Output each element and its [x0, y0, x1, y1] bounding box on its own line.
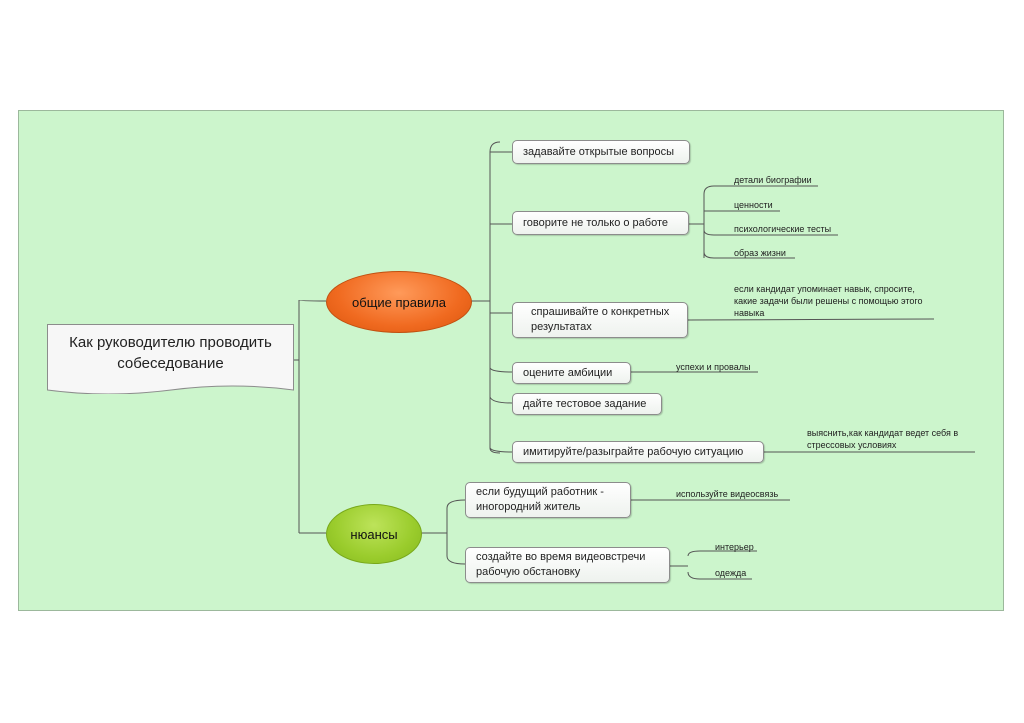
connector-green-topic2-leaves — [670, 550, 757, 580]
leaf-skill-tasks[interactable]: если кандидат упоминает навык, спросите,… — [734, 284, 923, 318]
leaf-stress-conditions[interactable]: выяснить,как кандидат ведет себя в стрес… — [807, 428, 959, 450]
connector-root-orange — [298, 299, 327, 302]
connector-green-trunk — [446, 499, 466, 565]
leaf-clothing[interactable]: одежда — [715, 568, 747, 578]
leaf-psych-tests[interactable]: психологические тесты — [734, 224, 832, 234]
leaf-values[interactable]: ценности — [734, 200, 773, 210]
topic-work-environment[interactable]: создайте во время видеовстречи рабочую о… — [465, 547, 670, 583]
connector-root-trunk — [294, 300, 300, 533]
central-topic[interactable]: Как руководителю проводить собеседование — [47, 324, 294, 394]
topic-test-task[interactable]: дайте тестовое задание — [512, 393, 662, 415]
connector-topic3-leaf — [687, 318, 935, 321]
leaf-successes-failures[interactable]: успехи и провалы — [676, 362, 751, 372]
topic-concrete-results[interactable]: спрашивайте о конкретных результатах — [512, 302, 688, 338]
central-topic-shape — [47, 324, 294, 394]
connector-topic2-leaves — [689, 185, 838, 259]
leaf-lifestyle[interactable]: образ жизни — [734, 248, 786, 258]
connector-orange-topic-6 — [489, 447, 513, 453]
topic-ambitions[interactable]: оцените амбиции — [512, 362, 631, 384]
central-topic-line-2: собеседование — [117, 355, 224, 372]
leaf-interior[interactable]: интерьер — [715, 542, 754, 552]
topic-simulate-situation[interactable]: имитируйте/разыграйте рабочую ситуацию — [512, 441, 764, 463]
connector-orange-topic-4 — [489, 367, 513, 373]
leaf-video-call[interactable]: используйте видеосвязь — [676, 489, 779, 499]
leaf-biography[interactable]: детали биографии — [734, 175, 812, 185]
central-topic-line-1: Как руководителю проводить — [69, 334, 272, 351]
central-topic-text: Как руководителю проводить собеседование — [47, 332, 294, 374]
connector-orange-trunk — [489, 141, 501, 454]
topic-nonresident-worker[interactable]: если будущий работник - иногородний жите… — [465, 482, 631, 518]
connector-orange-topic-5 — [489, 396, 513, 404]
branch-nuances[interactable]: нюансы — [326, 504, 422, 564]
topic-open-questions[interactable]: задавайте открытые вопросы — [512, 140, 690, 164]
topic-not-only-work[interactable]: говорите не только о работе — [512, 211, 689, 235]
branch-general-rules[interactable]: общие правила — [326, 271, 472, 333]
